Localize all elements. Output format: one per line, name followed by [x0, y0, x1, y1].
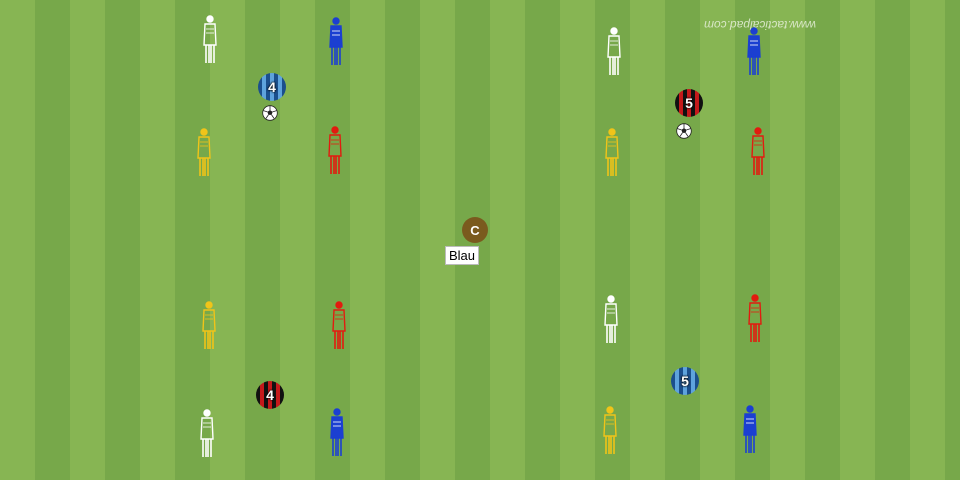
mannequin-blue[interactable]	[327, 17, 345, 67]
coach-marker[interactable]: C	[462, 217, 488, 243]
pitch-stripe	[770, 0, 805, 480]
mannequin-white[interactable]	[198, 409, 216, 459]
mannequin-yellow[interactable]	[195, 128, 213, 178]
pitch-stripe	[910, 0, 945, 480]
pitch-stripe	[0, 0, 35, 480]
pitch-stripe	[595, 0, 630, 480]
pitch-stripe	[805, 0, 840, 480]
pitch-stripe	[105, 0, 140, 480]
pitch-stripe	[210, 0, 245, 480]
player-4-red[interactable]: 4	[256, 381, 284, 409]
mannequin-blue[interactable]	[328, 408, 346, 458]
coach-label: Blau	[445, 246, 480, 265]
player-4-blue[interactable]: 4	[258, 73, 286, 101]
mannequin-red[interactable]	[746, 294, 764, 344]
player-number: 4	[266, 387, 274, 403]
pitch-stripe	[665, 0, 700, 480]
mannequin-white[interactable]	[605, 27, 623, 77]
pitch-stripe	[35, 0, 70, 480]
mannequin-red[interactable]	[326, 126, 344, 176]
pitch-stripe	[560, 0, 595, 480]
pitch-stripe	[315, 0, 350, 480]
mannequin-yellow[interactable]	[601, 406, 619, 456]
soccer-ball-icon[interactable]	[676, 123, 692, 139]
pitch-stripe	[175, 0, 210, 480]
pitch-stripe	[875, 0, 910, 480]
player-number: 5	[685, 95, 693, 111]
soccer-ball-icon[interactable]	[262, 105, 278, 121]
pitch-stripe	[525, 0, 560, 480]
player-5-blue[interactable]: 5	[671, 367, 699, 395]
mannequin-white[interactable]	[201, 15, 219, 65]
mannequin-red[interactable]	[749, 127, 767, 177]
pitch-stripe	[140, 0, 175, 480]
player-5-red[interactable]: 5	[675, 89, 703, 117]
pitch-stripe	[700, 0, 735, 480]
pitch-stripe	[280, 0, 315, 480]
pitch-stripe	[420, 0, 455, 480]
mannequin-red[interactable]	[330, 301, 348, 351]
player-number: 4	[268, 79, 276, 95]
pitch-stripe	[490, 0, 525, 480]
pitch-stripe	[735, 0, 770, 480]
pitch-stripe	[945, 0, 960, 480]
pitch-stripe	[840, 0, 875, 480]
mannequin-blue[interactable]	[745, 27, 763, 77]
pitch-stripe	[350, 0, 385, 480]
mannequin-yellow[interactable]	[603, 128, 621, 178]
mannequin-white[interactable]	[602, 295, 620, 345]
mannequin-yellow[interactable]	[200, 301, 218, 351]
mannequin-blue[interactable]	[741, 405, 759, 455]
pitch-stripe	[70, 0, 105, 480]
player-number: 5	[681, 373, 689, 389]
coach-letter: C	[470, 222, 480, 238]
pitch-stripe	[385, 0, 420, 480]
pitch-stripe	[630, 0, 665, 480]
